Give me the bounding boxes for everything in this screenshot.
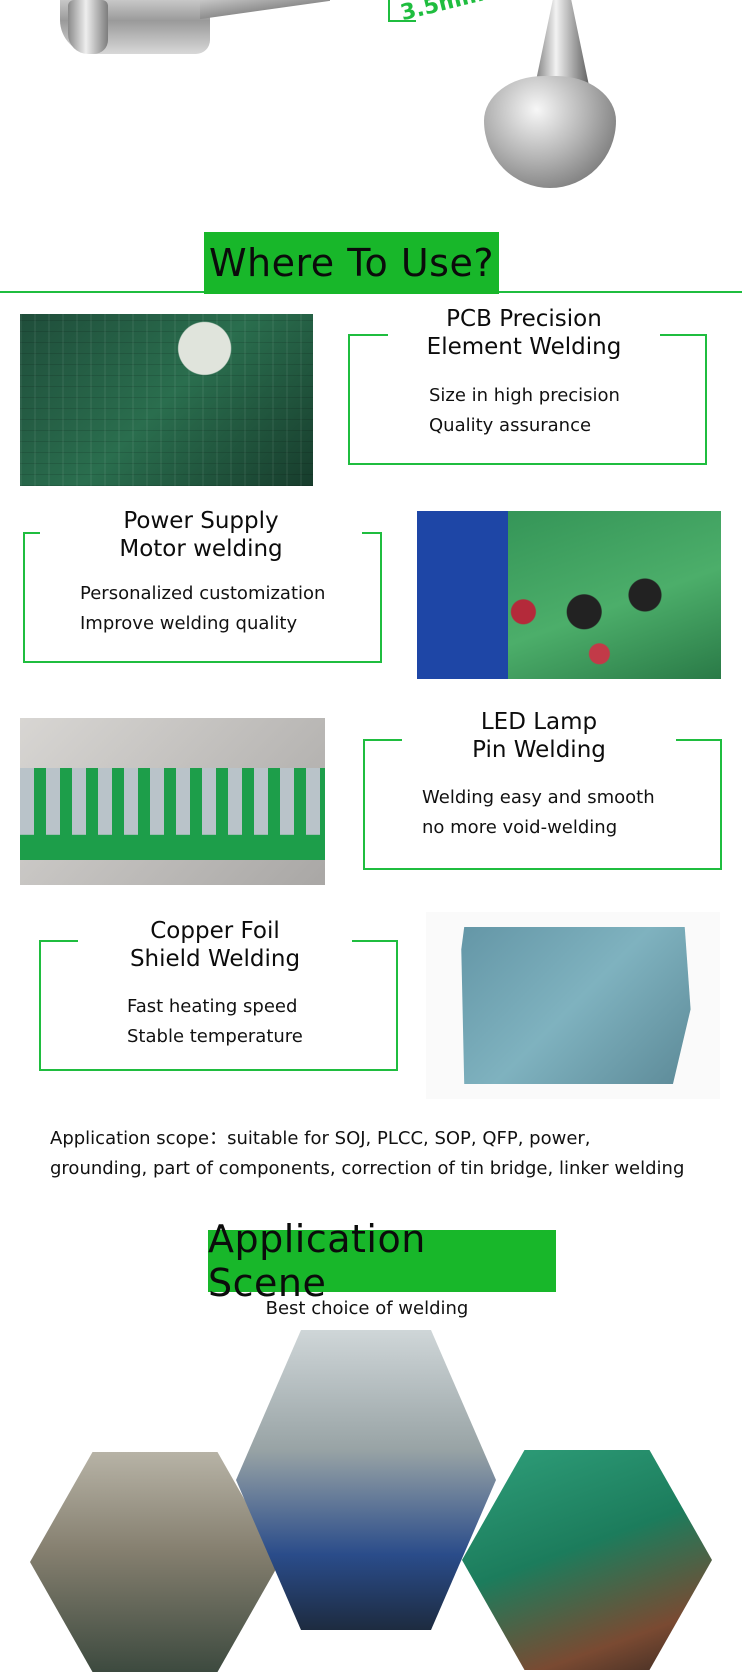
card-title-line: PCB Precision bbox=[446, 306, 602, 332]
card-text-line: Improve welding quality bbox=[80, 613, 298, 634]
led-lamp-board-photo bbox=[20, 718, 325, 885]
card-title-line: Copper Foil bbox=[150, 918, 280, 944]
scene-photo-factory bbox=[236, 1330, 496, 1630]
soldering-tip-left-ring bbox=[68, 0, 108, 54]
card-text-line: Size in high precision bbox=[429, 385, 620, 406]
card-title-line: Pin Welding bbox=[472, 737, 606, 763]
card-text-line: Stable temperature bbox=[127, 1026, 303, 1047]
card-pcb-precision-text: Size in high precision Quality assurance bbox=[429, 381, 620, 441]
card-text-line: Fast heating speed bbox=[127, 996, 298, 1017]
scope-line: Application scope：suitable for SOJ, PLCC… bbox=[50, 1128, 591, 1149]
card-text-line: Personalized customization bbox=[80, 583, 326, 604]
card-title-line: Element Welding bbox=[426, 334, 622, 360]
application-scene-title: Application Scene bbox=[208, 1217, 556, 1305]
card-text-line: no more void-welding bbox=[422, 817, 618, 838]
power-supply-board-photo bbox=[417, 511, 721, 679]
soldering-tip-right-base bbox=[484, 76, 616, 188]
card-title-line: LED Lamp bbox=[480, 709, 598, 735]
card-text-line: Quality assurance bbox=[429, 415, 592, 436]
card-led-lamp-title: LED Lamp Pin Welding bbox=[402, 708, 676, 764]
soldering-tip-left-shaft bbox=[200, 0, 330, 20]
application-scene-subtitle: Best choice of welding bbox=[265, 1298, 469, 1319]
card-title-line: Power Supply bbox=[123, 508, 279, 534]
where-to-use-title: Where To Use? bbox=[204, 232, 499, 294]
application-scope-text: Application scope：suitable for SOJ, PLCC… bbox=[50, 1124, 730, 1184]
card-pcb-precision-title: PCB Precision Element Welding bbox=[388, 305, 660, 361]
dimension-marker bbox=[388, 0, 416, 22]
card-title-line: Motor welding bbox=[119, 536, 283, 562]
card-power-supply-title: Power Supply Motor welding bbox=[40, 507, 362, 563]
phone-board-photo bbox=[461, 926, 691, 1085]
card-copper-foil-text: Fast heating speed Stable temperature bbox=[127, 992, 303, 1052]
card-text-line: Welding easy and smooth bbox=[422, 787, 655, 808]
card-led-lamp-text: Welding easy and smooth no more void-wel… bbox=[422, 783, 655, 843]
card-copper-foil-title: Copper Foil Shield Welding bbox=[78, 917, 352, 973]
card-power-supply-text: Personalized customization Improve weldi… bbox=[80, 579, 325, 639]
pcb-precision-photo bbox=[20, 314, 313, 486]
scope-line: grounding, part of components, correctio… bbox=[50, 1158, 685, 1179]
dimension-label: 3.5mm bbox=[398, 0, 487, 27]
card-title-line: Shield Welding bbox=[129, 946, 301, 972]
